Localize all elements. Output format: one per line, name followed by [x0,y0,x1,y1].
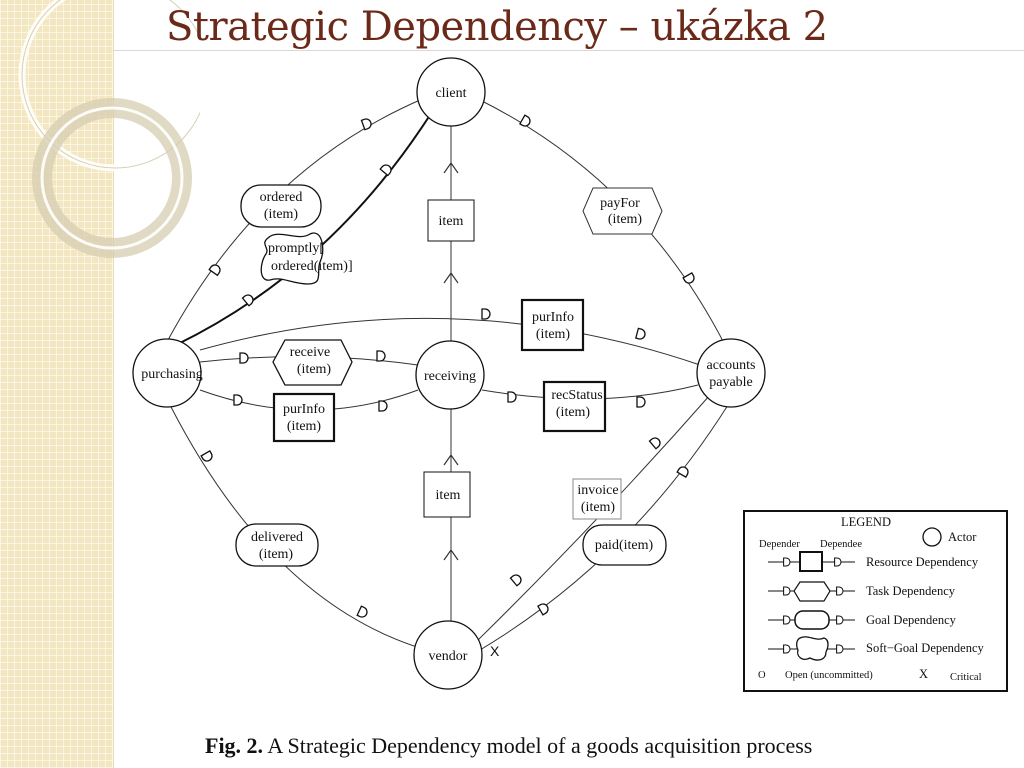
legend-softgoal-row: Soft−Goal Dependency [768,636,985,661]
svg-text:ordered(item)]: ordered(item)] [271,259,353,274]
dependency-marker-15 [200,450,215,464]
svg-text:paid(item): paid(item) [595,538,654,553]
svg-text:Soft−Goal Dependency: Soft−Goal Dependency [866,641,985,655]
legend-dependee: Dependee [820,539,862,550]
legend-open-marker: O [758,670,766,681]
svg-text:client: client [435,86,466,101]
legend-goal-row: Goal Dependency [768,610,957,630]
actor-client: client [416,57,486,127]
svg-text:ordered: ordered [260,190,303,205]
dependency-marker-16 [356,605,370,620]
dependency-marker-1 [360,116,374,131]
dependency-marker-18 [676,464,691,478]
actor-accounts-payable: accounts payable [696,338,766,408]
task-payfor-item: payFor (item) [582,187,663,235]
svg-text:(item): (item) [287,419,322,434]
dependency-marker-17 [648,435,663,450]
softgoal-promptly-ordered: promptly[ ordered(item)] [260,232,353,285]
svg-text:payable: payable [709,375,753,390]
dependency-marker-11 [233,394,243,406]
legend-task-row: Task Dependency [768,581,956,602]
legend-resource-row: Resource Dependency [768,551,979,572]
svg-text:Task Dependency: Task Dependency [866,584,956,598]
decorative-circles [18,0,200,258]
dependency-marker-3 [379,162,394,177]
actor-receiving: receiving [415,340,485,410]
svg-text:Goal Dependency: Goal Dependency [866,613,957,627]
legend-title: LEGEND [841,515,891,529]
dependency-marker-14 [636,396,646,408]
slide-title: Strategic Dependency – ukázka 2 [166,4,828,50]
resource-item-bottom: item [423,471,471,518]
goal-ordered-item: ordered (item) [240,184,322,228]
caption-text: A Strategic Dependency model of a goods … [267,733,813,758]
caption-label: Fig. 2. [205,733,264,758]
goal-paid-item: paid(item) [582,524,667,566]
resource-invoice-item: invoice (item) [572,478,622,520]
dependency-marker-13 [507,391,517,403]
legend-critical-label: Critical [950,672,982,683]
svg-text:promptly[: promptly[ [268,241,324,256]
svg-text:(item): (item) [297,362,332,377]
dependency-marker-5 [519,114,533,129]
svg-text:invoice: invoice [577,483,618,498]
svg-text:(item): (item) [556,405,591,420]
legend-actor-icon [922,527,942,547]
svg-text:(item): (item) [581,500,616,515]
critical-marker: X [490,643,500,659]
legend: LEGEND Actor Depender Dependee Resource … [743,510,1008,692]
svg-text:purchasing: purchasing [141,367,202,382]
svg-text:(item): (item) [536,327,571,342]
dependency-marker-4 [241,292,256,307]
svg-text:receiving: receiving [424,369,476,384]
dependency-marker-7 [481,308,491,320]
dependency-marker-2 [208,262,223,276]
dependency-marker-10 [376,350,386,362]
actor-purchasing: purchasing [132,338,203,408]
svg-text:(item): (item) [264,207,299,222]
dependency-marker-8 [635,327,647,341]
svg-text:item: item [436,488,461,503]
svg-text:purInfo: purInfo [532,310,574,325]
resource-recstatus-item: recStatus (item) [542,380,607,433]
critical-softgoal-link [175,114,431,346]
legend-actor-label: Actor [948,530,977,544]
actor-vendor: vendor [413,620,483,690]
legend-critical-marker: X [919,667,928,681]
legend-depender: Depender [759,539,800,550]
dependency-marker-6 [682,272,697,286]
svg-text:vendor: vendor [429,649,468,664]
svg-text:item: item [439,214,464,229]
dependency-marker-12 [378,400,388,412]
legend-open-label: Open (uncommitted) [785,670,873,681]
svg-text:accounts: accounts [707,358,756,373]
svg-text:Resource Dependency: Resource Dependency [866,555,979,569]
dependency-marker-9 [239,352,249,364]
figure-caption: Fig. 2. A Strategic Dependency model of … [205,733,812,759]
svg-text:delivered: delivered [251,530,303,545]
resource-purinfo-lower: purInfo (item) [272,392,336,443]
svg-text:(item): (item) [259,547,294,562]
resource-purinfo-top: purInfo (item) [520,298,585,352]
svg-text:recStatus: recStatus [551,388,602,403]
task-receive-item: receive (item) [272,339,353,386]
title-divider [113,50,1024,51]
svg-text:purInfo: purInfo [283,402,325,417]
dependency-marker-19 [509,572,524,587]
arrowheads [443,161,459,561]
svg-text:receive: receive [290,345,330,360]
svg-text:(item): (item) [608,212,643,227]
resource-item-top: item [427,199,475,242]
goal-delivered-item: delivered (item) [235,523,319,567]
svg-text:payFor: payFor [600,196,640,211]
